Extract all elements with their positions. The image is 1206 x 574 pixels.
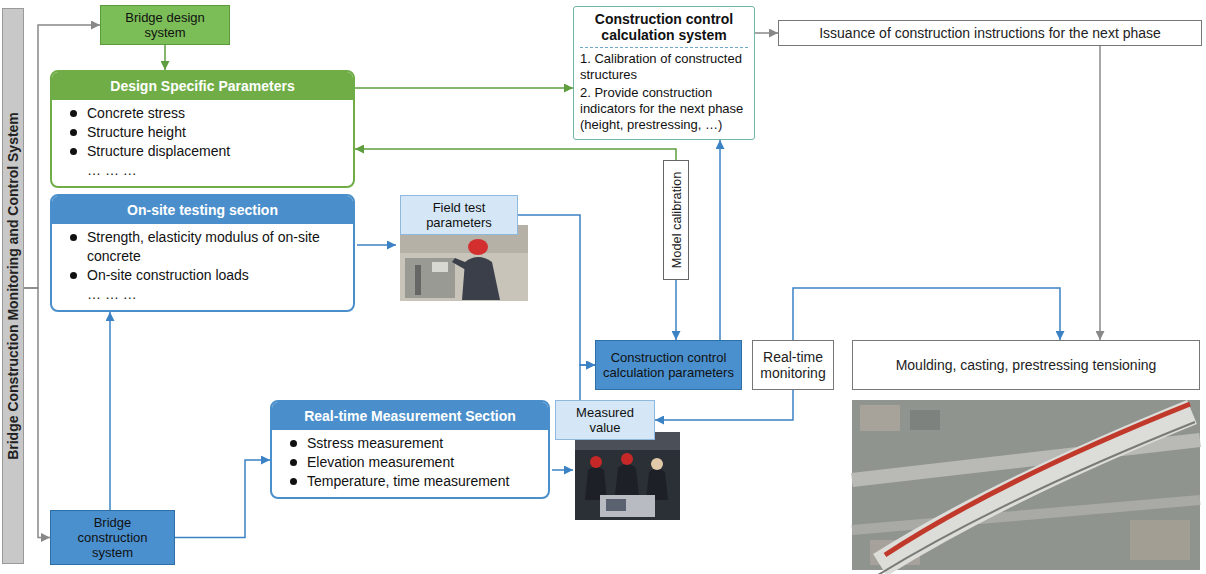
construction-box: Moulding, casting, prestressing tensioni…	[852, 340, 1200, 390]
item-text: Elevation measurement	[307, 453, 454, 472]
leader-arrow	[357, 244, 396, 246]
item-list: Strength, elasticity modulus of on-site …	[52, 224, 353, 310]
list-item: Elevation measurement	[290, 453, 538, 472]
panel-heading: Real-time Measurement Section	[272, 402, 548, 430]
item-text: 2. Provide construction indicators for t…	[580, 85, 748, 133]
box-label: Field test parameters	[407, 200, 511, 230]
connector	[355, 87, 573, 89]
box-label: Real-time monitoring	[759, 349, 827, 381]
connector	[355, 149, 676, 160]
connector	[580, 365, 595, 400]
connector	[164, 45, 166, 70]
connector	[719, 140, 721, 340]
value-tag: Measured value	[555, 400, 655, 440]
box-label: Construction control calculation paramet…	[602, 350, 735, 380]
connector	[109, 312, 111, 510]
bullet-dot	[70, 272, 77, 279]
item-list: Concrete stressStructure heightStructure…	[52, 100, 353, 186]
connector	[518, 215, 595, 365]
parameter-panel: Design Specific ParametersConcrete stres…	[50, 70, 355, 188]
connector	[793, 288, 1060, 340]
vertical-label: Model calibration	[669, 162, 684, 278]
box-label: Issuance of construction instructions fo…	[819, 25, 1161, 41]
bullet-dot	[290, 478, 297, 485]
item-list: Sstress measurementElevation measurement…	[272, 430, 548, 497]
box-label: Bridge design system	[107, 10, 223, 40]
bullet-dot	[70, 148, 77, 155]
leader-arrow	[552, 469, 573, 471]
list-item: On-site construction loads	[70, 266, 343, 285]
connector	[1099, 46, 1101, 340]
list-item: … … …	[70, 161, 343, 180]
bullet-dot	[290, 440, 297, 447]
item-text: Sstress measurement	[307, 434, 443, 453]
system-box: Bridge construction system	[50, 510, 175, 565]
item-text: … … …	[87, 161, 137, 180]
parameter-tag: Field test parameters	[400, 195, 518, 235]
connector	[755, 32, 778, 34]
box-label: Moulding, casting, prestressing tensioni…	[896, 357, 1157, 373]
item-text: Concrete stress	[87, 104, 185, 123]
item-text: Structure height	[87, 123, 186, 142]
instruction-box: Issuance of construction instructions fo…	[778, 20, 1202, 46]
calibration-box: Model calibration	[663, 160, 689, 280]
panel-heading: Design Specific Parameters	[52, 72, 353, 100]
item-text: Temperature, time measurement	[307, 472, 509, 491]
bullet-dot	[70, 110, 77, 117]
bullet-dot	[290, 459, 297, 466]
item-list: 1. Calibration of constructed structures…	[580, 51, 748, 133]
bullet-dot	[70, 234, 77, 241]
measurement-panel: Real-time Measurement SectionSstress mea…	[270, 400, 550, 499]
measurement-photo	[575, 432, 680, 520]
bridge-photo	[852, 400, 1200, 574]
system-band: Bridge Construction Monitoring and Contr…	[2, 8, 24, 564]
monitoring-box: Real-time monitoring	[752, 340, 834, 390]
list-item: Concrete stress	[70, 104, 343, 123]
item-text: On-site construction loads	[87, 266, 249, 285]
vertical-label: Bridge Construction Monitoring and Contr…	[5, 16, 21, 556]
list-item: Structure height	[70, 123, 343, 142]
item-text: Strength, elasticity modulus of on-site …	[87, 228, 343, 266]
worker-photo	[400, 225, 528, 301]
panel-heading: Construction control calculation system	[580, 11, 748, 48]
item-text: 1. Calibration of constructed structures	[580, 51, 748, 83]
item-text: … … …	[87, 285, 137, 304]
list-item: … … …	[70, 285, 343, 304]
parameter-box: Construction control calculation paramet…	[595, 340, 742, 390]
item-text: Structure displacement	[87, 142, 230, 161]
list-item: 1. Calibration of constructed structures	[580, 51, 748, 83]
bullet-dot	[70, 129, 77, 136]
list-item: Sstress measurement	[290, 434, 538, 453]
connector	[175, 460, 270, 538]
connector	[655, 390, 793, 420]
calculation-box: Construction control calculation system1…	[573, 6, 755, 140]
box-label: Bridge construction system	[57, 515, 168, 560]
list-item: Structure displacement	[70, 142, 343, 161]
system-box: Bridge design system	[100, 5, 230, 45]
connector	[24, 288, 50, 538]
connector	[675, 280, 677, 340]
list-item: Temperature, time measurement	[290, 472, 538, 491]
panel-heading: On-site testing section	[52, 196, 353, 224]
box-label: Measured value	[562, 405, 648, 435]
testing-panel: On-site testing sectionStrength, elastic…	[50, 194, 355, 312]
list-item: Strength, elasticity modulus of on-site …	[70, 228, 343, 266]
list-item: 2. Provide construction indicators for t…	[580, 85, 748, 133]
